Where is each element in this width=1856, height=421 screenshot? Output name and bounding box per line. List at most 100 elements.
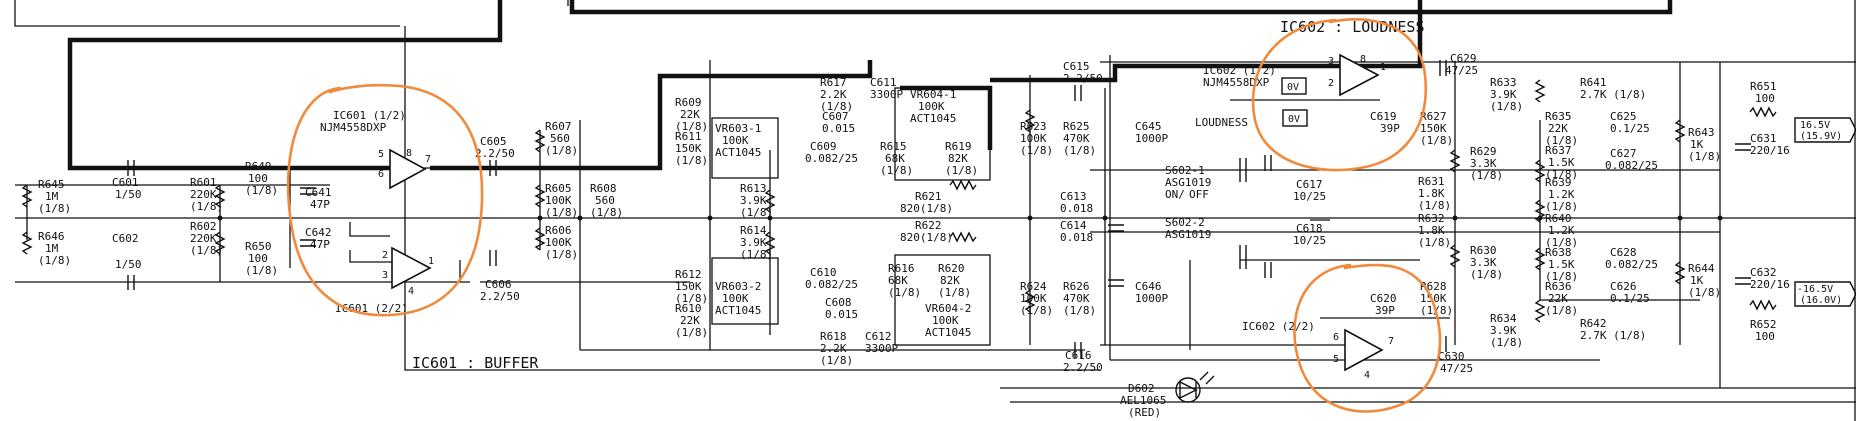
svg-text:0.082/25: 0.082/25 xyxy=(805,278,858,291)
svg-text:0.1/25: 0.1/25 xyxy=(1610,292,1650,305)
svg-text:47/25: 47/25 xyxy=(1445,64,1478,77)
svg-text:820(1/8): 820(1/8) xyxy=(900,231,953,244)
svg-text:(1/8): (1/8) xyxy=(1545,168,1578,181)
svg-text:R650: R650 xyxy=(245,240,272,253)
pin-label: 1 xyxy=(428,256,434,267)
svg-text:VR604-2: VR604-2 xyxy=(925,302,971,315)
svg-text:C642: C642 xyxy=(305,226,332,239)
svg-text:R652: R652 xyxy=(1750,318,1777,331)
svg-text:ASG1019: ASG1019 xyxy=(1165,176,1211,189)
svg-text:(1/8): (1/8) xyxy=(945,164,978,177)
opamp-ic601-2: 2 3 4 1 xyxy=(382,246,434,297)
svg-text:R630: R630 xyxy=(1470,244,1497,257)
component-symbols xyxy=(21,60,1856,403)
svg-text:(1/8): (1/8) xyxy=(820,354,853,367)
svg-text:(1/8): (1/8) xyxy=(1545,236,1578,249)
svg-text:R625: R625 xyxy=(1063,120,1090,133)
svg-text:C641: C641 xyxy=(305,186,332,199)
svg-text:C627: C627 xyxy=(1610,147,1637,160)
svg-text:C609: C609 xyxy=(810,140,837,153)
svg-text:560: 560 xyxy=(550,132,570,145)
svg-text:0V: 0V xyxy=(1288,114,1300,125)
svg-text:R602: R602 xyxy=(190,220,217,233)
svg-text:R633: R633 xyxy=(1490,76,1517,89)
svg-text:(1/8): (1/8) xyxy=(1545,270,1578,283)
opamp-ic601-1: 5 6 8 7 xyxy=(378,148,431,190)
svg-text:1.8K: 1.8K xyxy=(1418,224,1445,237)
svg-text:C632: C632 xyxy=(1750,266,1777,279)
svg-text:ASG1019: ASG1019 xyxy=(1165,228,1211,241)
svg-text:3.3K: 3.3K xyxy=(1470,157,1497,170)
svg-text:(1/8): (1/8) xyxy=(1063,304,1096,317)
svg-text:0.015: 0.015 xyxy=(825,308,858,321)
svg-text:R613: R613 xyxy=(740,182,767,195)
svg-text:R618: R618 xyxy=(820,330,847,343)
svg-text:R610: R610 xyxy=(675,302,702,315)
svg-text:100: 100 xyxy=(248,252,268,265)
pin-label: 4 xyxy=(1364,370,1370,381)
svg-text:R629: R629 xyxy=(1470,145,1497,158)
svg-text:0V: 0V xyxy=(1287,82,1299,93)
svg-text:3.9K: 3.9K xyxy=(1490,88,1517,101)
svg-text:(1/8): (1/8) xyxy=(740,206,773,219)
svg-text:(1/8): (1/8) xyxy=(545,144,578,157)
pin-label: 7 xyxy=(425,154,431,165)
svg-text:0.082/25: 0.082/25 xyxy=(805,152,858,165)
svg-text:1K: 1K xyxy=(1690,138,1704,151)
svg-text:220K: 220K xyxy=(190,232,217,245)
svg-text:47P: 47P xyxy=(310,238,330,251)
svg-text:1.2K: 1.2K xyxy=(1548,224,1575,237)
svg-text:R614: R614 xyxy=(740,224,767,237)
svg-text:100K: 100K xyxy=(1020,292,1047,305)
hand-drawn-circles xyxy=(286,18,1442,413)
svg-text:100: 100 xyxy=(248,172,268,185)
pin-label: 6 xyxy=(1333,332,1339,343)
svg-text:C616: C616 xyxy=(1065,349,1092,362)
svg-text:2.2/50: 2.2/50 xyxy=(1063,361,1103,374)
svg-text:0.082/25: 0.082/25 xyxy=(1605,159,1658,172)
svg-text:C620: C620 xyxy=(1370,292,1397,305)
svg-text:150K: 150K xyxy=(1420,292,1447,305)
svg-text:C629: C629 xyxy=(1450,52,1477,65)
svg-text:ACT1045: ACT1045 xyxy=(910,112,956,125)
svg-text:100K: 100K xyxy=(545,194,572,207)
svg-text:(1/8): (1/8) xyxy=(820,100,853,113)
svg-text:C630: C630 xyxy=(1438,350,1465,363)
pin-label: 3 xyxy=(1328,56,1334,67)
svg-text:1M: 1M xyxy=(45,242,59,255)
pin-label: 2 xyxy=(1328,78,1334,89)
svg-text:39P: 39P xyxy=(1380,122,1400,135)
svg-text:ACT1045: ACT1045 xyxy=(715,146,761,159)
svg-text:C612: C612 xyxy=(865,330,892,343)
svg-text:R608: R608 xyxy=(590,182,617,195)
svg-text:(1/8): (1/8) xyxy=(190,244,223,257)
svg-text:150K: 150K xyxy=(675,142,702,155)
svg-text:1.5K: 1.5K xyxy=(1548,258,1575,271)
svg-text:150K: 150K xyxy=(675,280,702,293)
svg-text:C618: C618 xyxy=(1296,222,1323,235)
svg-text:22K: 22K xyxy=(680,314,700,327)
svg-text:R645: R645 xyxy=(38,178,65,191)
svg-text:IC602 (2/2): IC602 (2/2) xyxy=(1242,320,1315,333)
svg-text:2.2K: 2.2K xyxy=(820,88,847,101)
svg-text:220/16: 220/16 xyxy=(1750,144,1790,157)
svg-text:R644: R644 xyxy=(1688,262,1715,275)
svg-text:100: 100 xyxy=(1755,92,1775,105)
svg-text:(1/8): (1/8) xyxy=(938,286,971,299)
svg-text:220K: 220K xyxy=(190,188,217,201)
svg-text:C613: C613 xyxy=(1060,190,1087,203)
svg-text:2.7K (1/8): 2.7K (1/8) xyxy=(1580,329,1646,342)
svg-text:100K: 100K xyxy=(545,236,572,249)
svg-text:C615: C615 xyxy=(1063,60,1090,73)
svg-text:820(1/8): 820(1/8) xyxy=(900,202,953,215)
svg-text:(1/8): (1/8) xyxy=(38,202,71,215)
svg-text:68K: 68K xyxy=(888,274,908,287)
svg-text:47/25: 47/25 xyxy=(1440,362,1473,375)
svg-text:C617: C617 xyxy=(1296,178,1323,191)
pin-label: 1 xyxy=(1380,62,1386,73)
svg-text:R639: R639 xyxy=(1545,176,1572,189)
svg-text:1.5K: 1.5K xyxy=(1548,156,1575,169)
svg-text:100K: 100K xyxy=(918,100,945,113)
svg-text:82K: 82K xyxy=(948,152,968,165)
